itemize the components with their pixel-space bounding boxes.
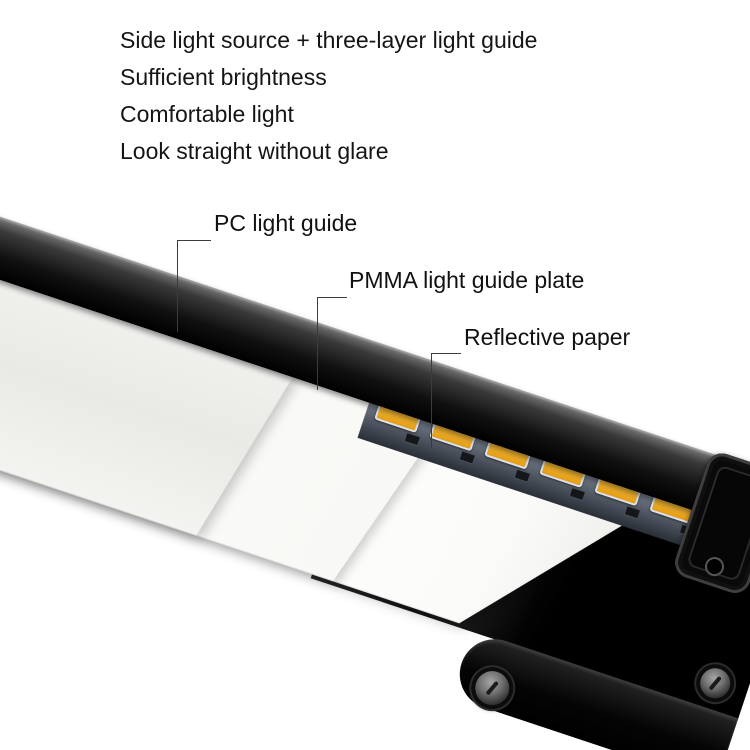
leader-line	[177, 240, 211, 241]
callout-label-pc-light-guide: PC light guide	[214, 210, 358, 236]
smd-component	[623, 505, 642, 520]
feature-line-4: Look straight without glare	[120, 138, 389, 164]
leader-line	[317, 297, 318, 390]
smd-component	[568, 486, 587, 502]
callout-label-pmma-plate: PMMA light guide plate	[349, 267, 585, 293]
smd-component	[513, 468, 532, 483]
screw-slot	[708, 675, 722, 691]
feature-line-2: Sufficient brightness	[120, 64, 327, 90]
smd-component	[403, 432, 421, 447]
leader-line	[431, 353, 432, 448]
feature-text-block: Side light source + three-layer light gu…	[120, 22, 537, 170]
leader-line	[317, 297, 347, 298]
leader-line	[177, 240, 178, 332]
leader-line	[431, 353, 461, 354]
smd-component	[458, 450, 476, 465]
callout-label-reflective-paper: Reflective paper	[464, 324, 631, 350]
feature-line-1: Side light source + three-layer light gu…	[120, 27, 538, 53]
screw-slot	[485, 680, 499, 696]
feature-line-3: Comfortable light	[120, 101, 294, 127]
